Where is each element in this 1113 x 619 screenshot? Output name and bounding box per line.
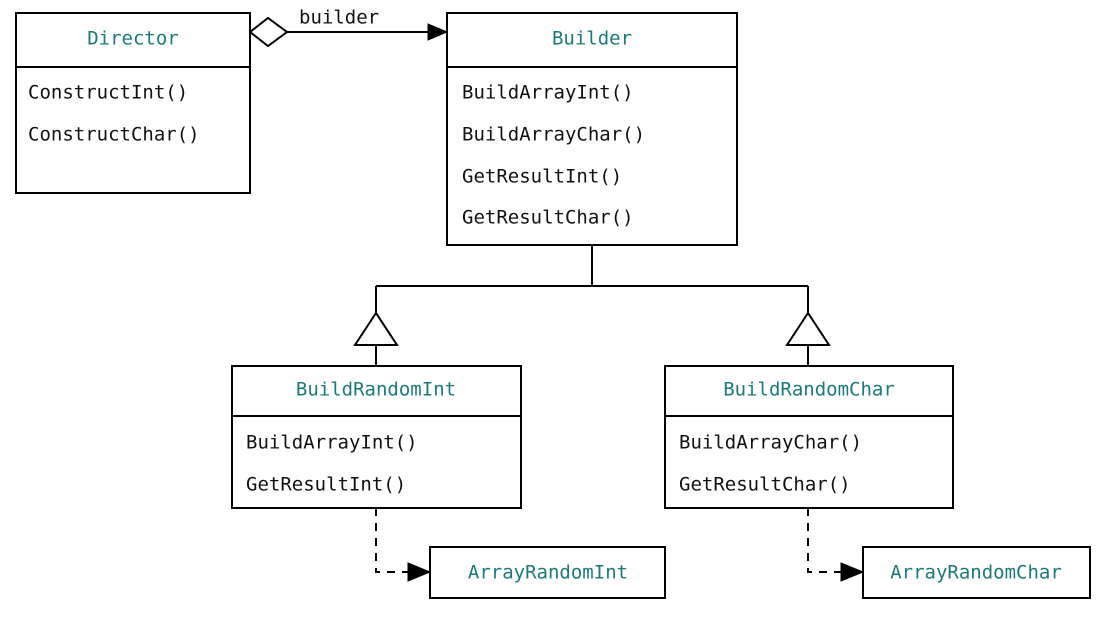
director-method-0: ConstructInt() — [28, 82, 188, 104]
builder-method-3: GetResultChar() — [462, 207, 634, 229]
class-box-array-random-int[interactable]: ArrayRandomInt — [429, 546, 666, 599]
dependency-char-line — [807, 508, 843, 573]
class-box-build-random-int[interactable]: BuildRandomInt BuildArrayInt() GetResult… — [231, 365, 522, 509]
edge-dependency-int — [375, 508, 432, 582]
builder-class-name: Builder — [552, 28, 632, 50]
hollow-triangle-int-icon — [353, 311, 399, 346]
dependency-int-arrow-icon — [407, 562, 432, 582]
build-random-char-class-name: BuildRandomChar — [723, 379, 895, 401]
edge-aggregation-director-builder: builder — [248, 7, 449, 48]
build-random-char-outline — [664, 365, 954, 509]
array-random-int-outline — [429, 546, 666, 599]
build-random-int-outline — [231, 365, 522, 509]
class-box-build-random-char[interactable]: BuildRandomChar BuildArrayChar() GetResu… — [664, 365, 954, 509]
edge-dependency-char — [807, 508, 865, 582]
director-method-1: ConstructChar() — [28, 124, 200, 146]
build-random-char-method-1: GetResultChar() — [679, 474, 851, 496]
builder-method-1: BuildArrayChar() — [462, 124, 645, 146]
array-random-int-class-name: ArrayRandomInt — [468, 562, 628, 584]
builder-outline — [446, 12, 738, 246]
solid-arrow-icon — [427, 23, 449, 41]
array-random-char-outline — [862, 546, 1091, 599]
build-random-int-method-0: BuildArrayInt() — [246, 432, 418, 454]
class-box-builder[interactable]: Builder BuildArrayInt() BuildArrayChar()… — [446, 12, 738, 246]
class-box-director[interactable]: Director ConstructInt() ConstructChar() — [15, 12, 251, 194]
builder-method-0: BuildArrayInt() — [462, 82, 634, 104]
dependency-int-line — [375, 508, 410, 573]
build-random-int-class-name: BuildRandomInt — [296, 379, 456, 401]
edge-inheritance-group — [353, 245, 831, 367]
hollow-diamond-icon — [248, 16, 289, 48]
build-random-int-method-1: GetResultInt() — [246, 474, 406, 496]
build-random-char-method-0: BuildArrayChar() — [679, 432, 862, 454]
dependency-char-arrow-icon — [840, 562, 865, 582]
hollow-triangle-char-icon — [785, 311, 831, 346]
builder-method-2: GetResultInt() — [462, 166, 622, 188]
class-box-array-random-char[interactable]: ArrayRandomChar — [862, 546, 1091, 599]
director-class-name: Director — [87, 28, 179, 50]
aggregation-role-label: builder — [299, 7, 379, 29]
director-outline — [15, 12, 251, 194]
array-random-char-class-name: ArrayRandomChar — [890, 562, 1062, 584]
